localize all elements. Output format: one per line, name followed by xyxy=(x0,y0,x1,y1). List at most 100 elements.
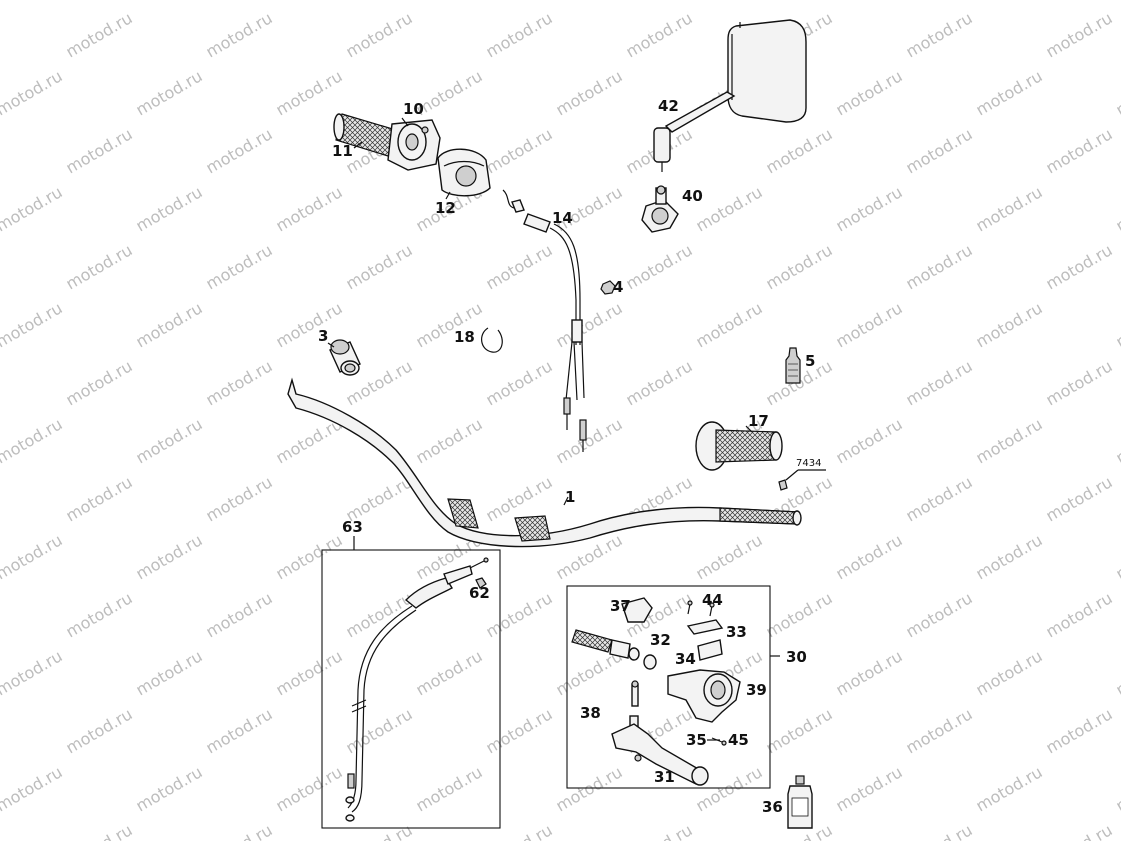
watermark-text: motod.ru xyxy=(203,8,276,61)
label-17: 17 xyxy=(748,412,769,430)
watermark-text: motod.ru xyxy=(553,298,626,351)
watermark-text: motod.ru xyxy=(273,66,346,119)
watermark-text: motod.ru xyxy=(343,820,416,841)
watermark-text: motod.ru xyxy=(343,8,416,61)
label-11: 11 xyxy=(332,142,353,160)
watermark-text: motod.ru xyxy=(1113,646,1121,699)
leader-3 xyxy=(327,342,335,348)
label-12: 12 xyxy=(435,199,456,217)
watermark-text: motod.ru xyxy=(833,530,906,583)
label-14: 14 xyxy=(552,209,573,227)
watermark-text: motod.ru xyxy=(413,0,486,3)
callout-labels: 1 3 4 5 10 11 12 14 17 18 30 31 32 33 34… xyxy=(318,97,821,816)
kit-63-box xyxy=(321,549,501,829)
watermark-text: motod.ru xyxy=(203,240,276,293)
grease-bottle xyxy=(785,347,801,384)
watermark-text: motod.ru xyxy=(1113,298,1121,351)
watermark-text: motod.ru xyxy=(903,820,976,841)
watermark-text: motod.ru xyxy=(1113,182,1121,235)
watermark-text: motod.ru xyxy=(203,472,276,525)
label-44: 44 xyxy=(702,591,723,609)
watermark-text: motod.ru xyxy=(553,66,626,119)
throttle-cable xyxy=(502,189,587,452)
watermark-text: motod.ru xyxy=(203,124,276,177)
label-4: 4 xyxy=(613,278,623,296)
leader-12 xyxy=(445,191,451,200)
watermark-text: motod.ru xyxy=(903,356,976,409)
watermark-text: motod.ru xyxy=(63,820,136,841)
label-35: 35 xyxy=(686,731,707,749)
throttle-cover xyxy=(437,148,491,197)
watermark-text: motod.ru xyxy=(833,66,906,119)
watermark-text: motod.ru xyxy=(763,704,836,757)
watermark-text: motod.ru xyxy=(833,762,906,815)
label-10: 10 xyxy=(403,100,424,118)
watermark-text: motod.ru xyxy=(483,356,556,409)
watermark-text: motod.ru xyxy=(0,0,66,3)
watermark-text: motod.ru xyxy=(1043,472,1116,525)
watermark-text: motod.ru xyxy=(553,0,626,3)
label-30: 30 xyxy=(786,648,807,666)
watermark-text: motod.ru xyxy=(833,646,906,699)
watermark-text: motod.ru xyxy=(973,66,1046,119)
label-3: 3 xyxy=(318,327,328,345)
label-1: 1 xyxy=(565,488,575,506)
watermark-text: motod.ru xyxy=(343,240,416,293)
label-42: 42 xyxy=(658,97,679,115)
watermark-text: motod.ru xyxy=(133,414,206,467)
leader-1 xyxy=(563,496,569,506)
watermark-text: motod.ru xyxy=(0,182,66,235)
watermark-text: motod.ru xyxy=(553,762,626,815)
watermark-text: motod.ru xyxy=(903,8,976,61)
clutch-master-cylinder-kit xyxy=(566,585,780,789)
watermark-text: motod.ru xyxy=(1113,530,1121,583)
handlebar-bushing xyxy=(329,339,361,376)
watermark-text: motod.ru xyxy=(413,414,486,467)
label-7434: 7434 xyxy=(796,458,821,469)
watermark-text: motod.ru xyxy=(63,704,136,757)
label-31: 31 xyxy=(654,768,675,786)
watermark-text: motod.ru xyxy=(203,588,276,641)
watermark-text: motod.ru xyxy=(133,762,206,815)
watermark-text: motod.ru xyxy=(763,124,836,177)
label-36: 36 xyxy=(762,798,783,816)
watermark-text: motod.ru xyxy=(483,8,556,61)
watermark-text: motod.ru xyxy=(1113,762,1121,815)
label-40: 40 xyxy=(682,187,703,205)
label-5: 5 xyxy=(805,352,815,370)
watermark-text: motod.ru xyxy=(63,124,136,177)
throttle-grip xyxy=(333,113,441,171)
watermark-text: motod.ru xyxy=(833,0,906,3)
label-39: 39 xyxy=(746,681,767,699)
watermark-text: motod.ru xyxy=(973,646,1046,699)
cable-clip xyxy=(481,327,503,353)
watermark-text: motod.ru xyxy=(623,820,696,841)
watermark-text: motod.ru xyxy=(133,0,206,3)
watermark-text: motod.ru xyxy=(273,530,346,583)
label-18: 18 xyxy=(454,328,475,346)
watermark-text: motod.ru xyxy=(483,588,556,641)
watermark-text: motod.ru xyxy=(63,240,136,293)
watermark-text: motod.ru xyxy=(273,182,346,235)
watermark-text: motod.ru xyxy=(413,646,486,699)
watermark-text: motod.ru xyxy=(623,8,696,61)
watermark-text: motod.ru xyxy=(1043,588,1116,641)
watermark-text: motod.ru xyxy=(63,472,136,525)
watermark-text: motod.ru xyxy=(973,762,1046,815)
watermark-text: motod.ru xyxy=(973,182,1046,235)
watermark-text: motod.ru xyxy=(1043,820,1116,841)
watermark-text: motod.ru xyxy=(623,240,696,293)
label-37: 37 xyxy=(610,597,631,615)
cable-nut xyxy=(600,280,616,295)
label-33: 33 xyxy=(726,623,747,641)
watermark-text: motod.ru xyxy=(203,820,276,841)
mirror xyxy=(653,19,807,172)
leader-11 xyxy=(353,141,363,149)
small-plug xyxy=(778,469,826,491)
clutch-cable-kit xyxy=(321,536,501,829)
watermark-text: motod.ru xyxy=(1113,414,1121,467)
watermark-text: motod.ru xyxy=(903,704,976,757)
watermark-text: motod.ru xyxy=(133,646,206,699)
watermark-text: motod.ru xyxy=(693,0,766,3)
